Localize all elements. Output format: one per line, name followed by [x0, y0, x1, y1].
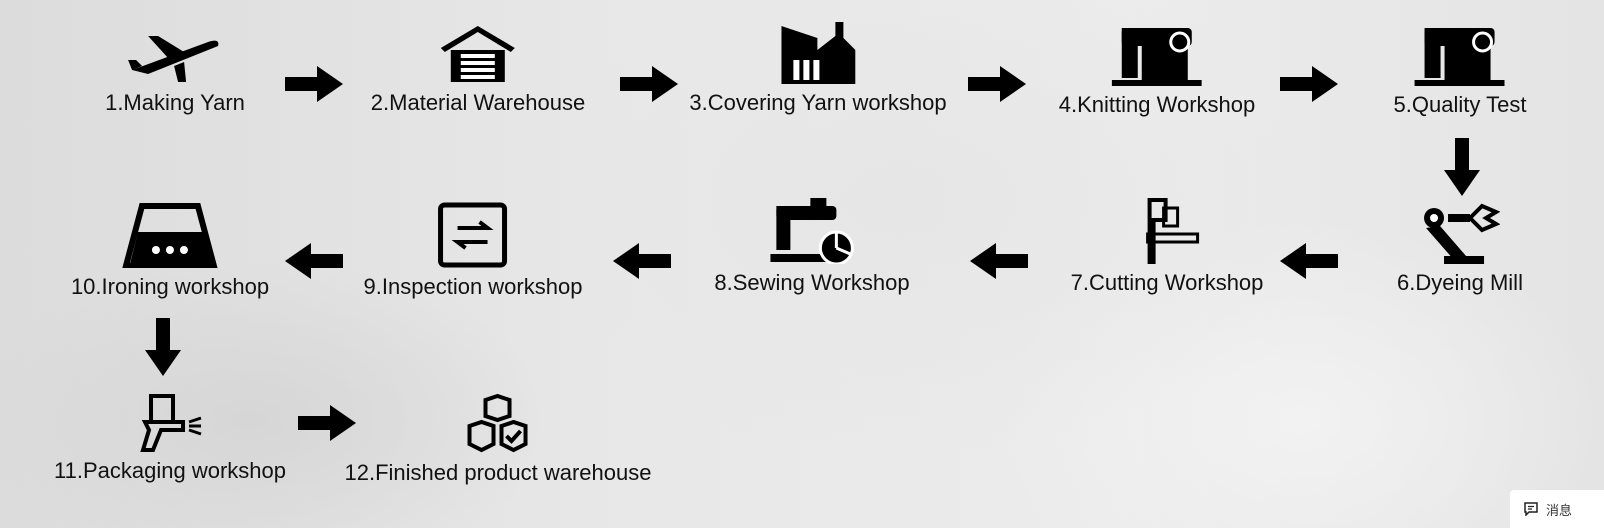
step-sewing: 8.Sewing Workshop [714, 198, 910, 296]
step-dyeing-mill: 6.Dyeing Mill [1397, 198, 1523, 296]
boxes-icon [468, 394, 528, 453]
arrow-left-icon [613, 243, 671, 279]
step-label: 7.Cutting Workshop [1070, 270, 1264, 295]
step-label: 8.Sewing Workshop [714, 270, 910, 295]
exchange-icon [438, 202, 508, 268]
message-icon [1524, 502, 1538, 516]
step-packaging: 11.Packaging workshop [54, 394, 286, 484]
arrow-left-icon [285, 243, 343, 279]
arrow-right-icon [298, 405, 356, 441]
arrow-down-icon [145, 318, 181, 376]
iron-icon [122, 203, 218, 268]
step-label: 1.Making Yarn [105, 90, 245, 115]
arrow-right-icon [620, 66, 678, 102]
factory-icon [781, 22, 855, 84]
arrow-right-icon [285, 66, 343, 102]
step-label: 10.Ironing workshop [70, 274, 270, 299]
step-label: 2.Material Warehouse [370, 90, 586, 115]
step-label: 12.Finished product warehouse [344, 460, 652, 485]
step-label: 6.Dyeing Mill [1397, 270, 1523, 295]
step-finished-warehouse: 12.Finished product warehouse [344, 394, 652, 486]
step-making-yarn: 1.Making Yarn [105, 30, 245, 116]
airplane-icon [127, 36, 219, 82]
sewing-chart-icon [770, 198, 854, 264]
step-knitting: 4.Knitting Workshop [1059, 28, 1255, 118]
step-ironing: 10.Ironing workshop [71, 202, 269, 300]
message-button[interactable]: 消息 [1510, 490, 1604, 528]
robot-arm-icon [1424, 203, 1500, 264]
sewing-machine-icon [1414, 28, 1505, 86]
message-label: 消息 [1546, 502, 1573, 518]
step-label: 9.Inspection workshop [363, 274, 583, 299]
arrow-right-icon [1280, 66, 1338, 102]
cutting-machine-icon [1146, 198, 1200, 264]
step-quality-test: 5.Quality Test [1393, 28, 1527, 118]
sewing-machine-icon [1111, 28, 1202, 86]
step-label: 11.Packaging workshop [54, 458, 286, 483]
arrow-down-icon [1444, 138, 1480, 196]
arrow-right-icon [968, 66, 1026, 102]
step-material-warehouse: 2.Material Warehouse [371, 24, 585, 116]
step-label: 4.Knitting Workshop [1058, 92, 1256, 117]
step-label: 5.Quality Test [1393, 92, 1527, 117]
step-inspection: 9.Inspection workshop [363, 202, 583, 300]
arrow-left-icon [970, 243, 1028, 279]
step-label: 3.Covering Yarn workshop [689, 90, 947, 115]
warehouse-icon [441, 26, 515, 82]
step-covering-yarn: 3.Covering Yarn workshop [689, 20, 947, 116]
step-cutting: 7.Cutting Workshop [1070, 196, 1264, 296]
arrow-left-icon [1280, 243, 1338, 279]
spray-gun-icon [140, 394, 202, 452]
